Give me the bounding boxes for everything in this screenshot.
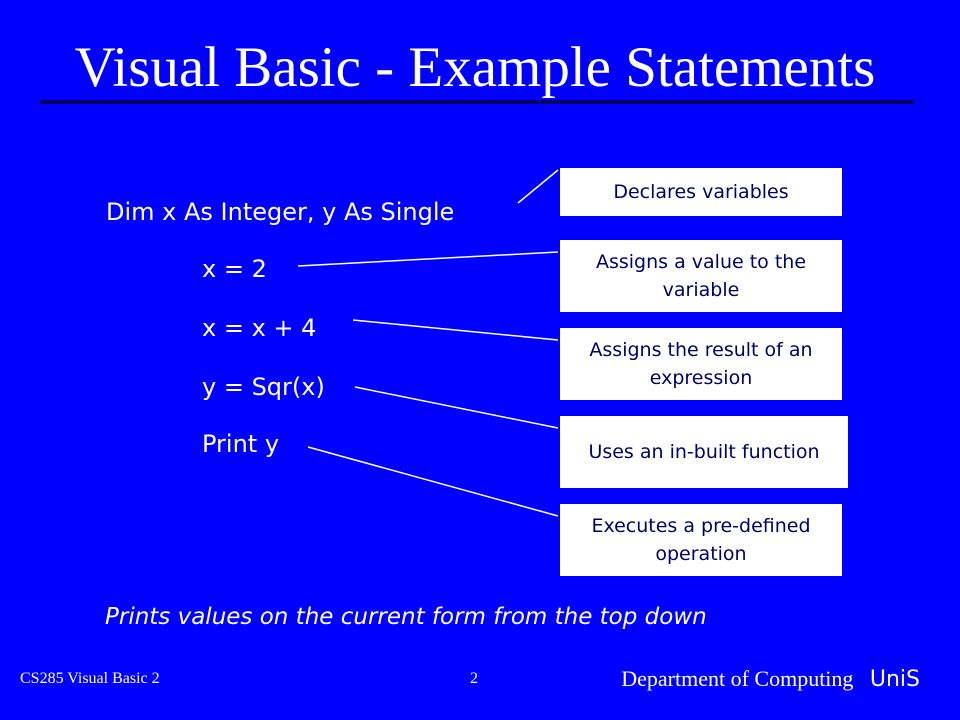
code-line-expression: x = x + 4 [202, 314, 317, 342]
footer-course: CS285 Visual Basic 2 [20, 670, 160, 687]
leader-line-function [354, 386, 559, 429]
callout-assigns-value: Assigns a value to the variable [560, 240, 842, 312]
slide-title: Visual Basic - Example Statements [74, 36, 876, 99]
title-underline [40, 100, 914, 104]
callout-declares: Declares variables [560, 168, 842, 216]
leader-line-expression [352, 319, 559, 341]
code-line-function: y = Sqr(x) [202, 373, 325, 401]
callout-predefined-operation: Executes a pre-defined operation [560, 504, 842, 576]
print-description: Prints values on the current form from t… [105, 604, 707, 630]
code-line-dim: Dim x As Integer, y As Single [106, 198, 455, 226]
leader-line-assign [297, 251, 559, 267]
leader-line-declare [517, 169, 559, 204]
footer-department: Department of Computing [621, 666, 854, 691]
code-line-print: Print y [202, 430, 280, 458]
code-line-assign: x = 2 [202, 255, 267, 283]
footer-page-number: 2 [470, 670, 478, 687]
leader-line-print [307, 446, 559, 517]
callout-assigns-result: Assigns the result of an expression [560, 328, 842, 400]
footer-university: UniS [869, 667, 920, 692]
footer-affiliation: Department of Computing UniS [621, 666, 920, 692]
callout-inbuilt-function: Uses an in-built function [560, 416, 848, 488]
